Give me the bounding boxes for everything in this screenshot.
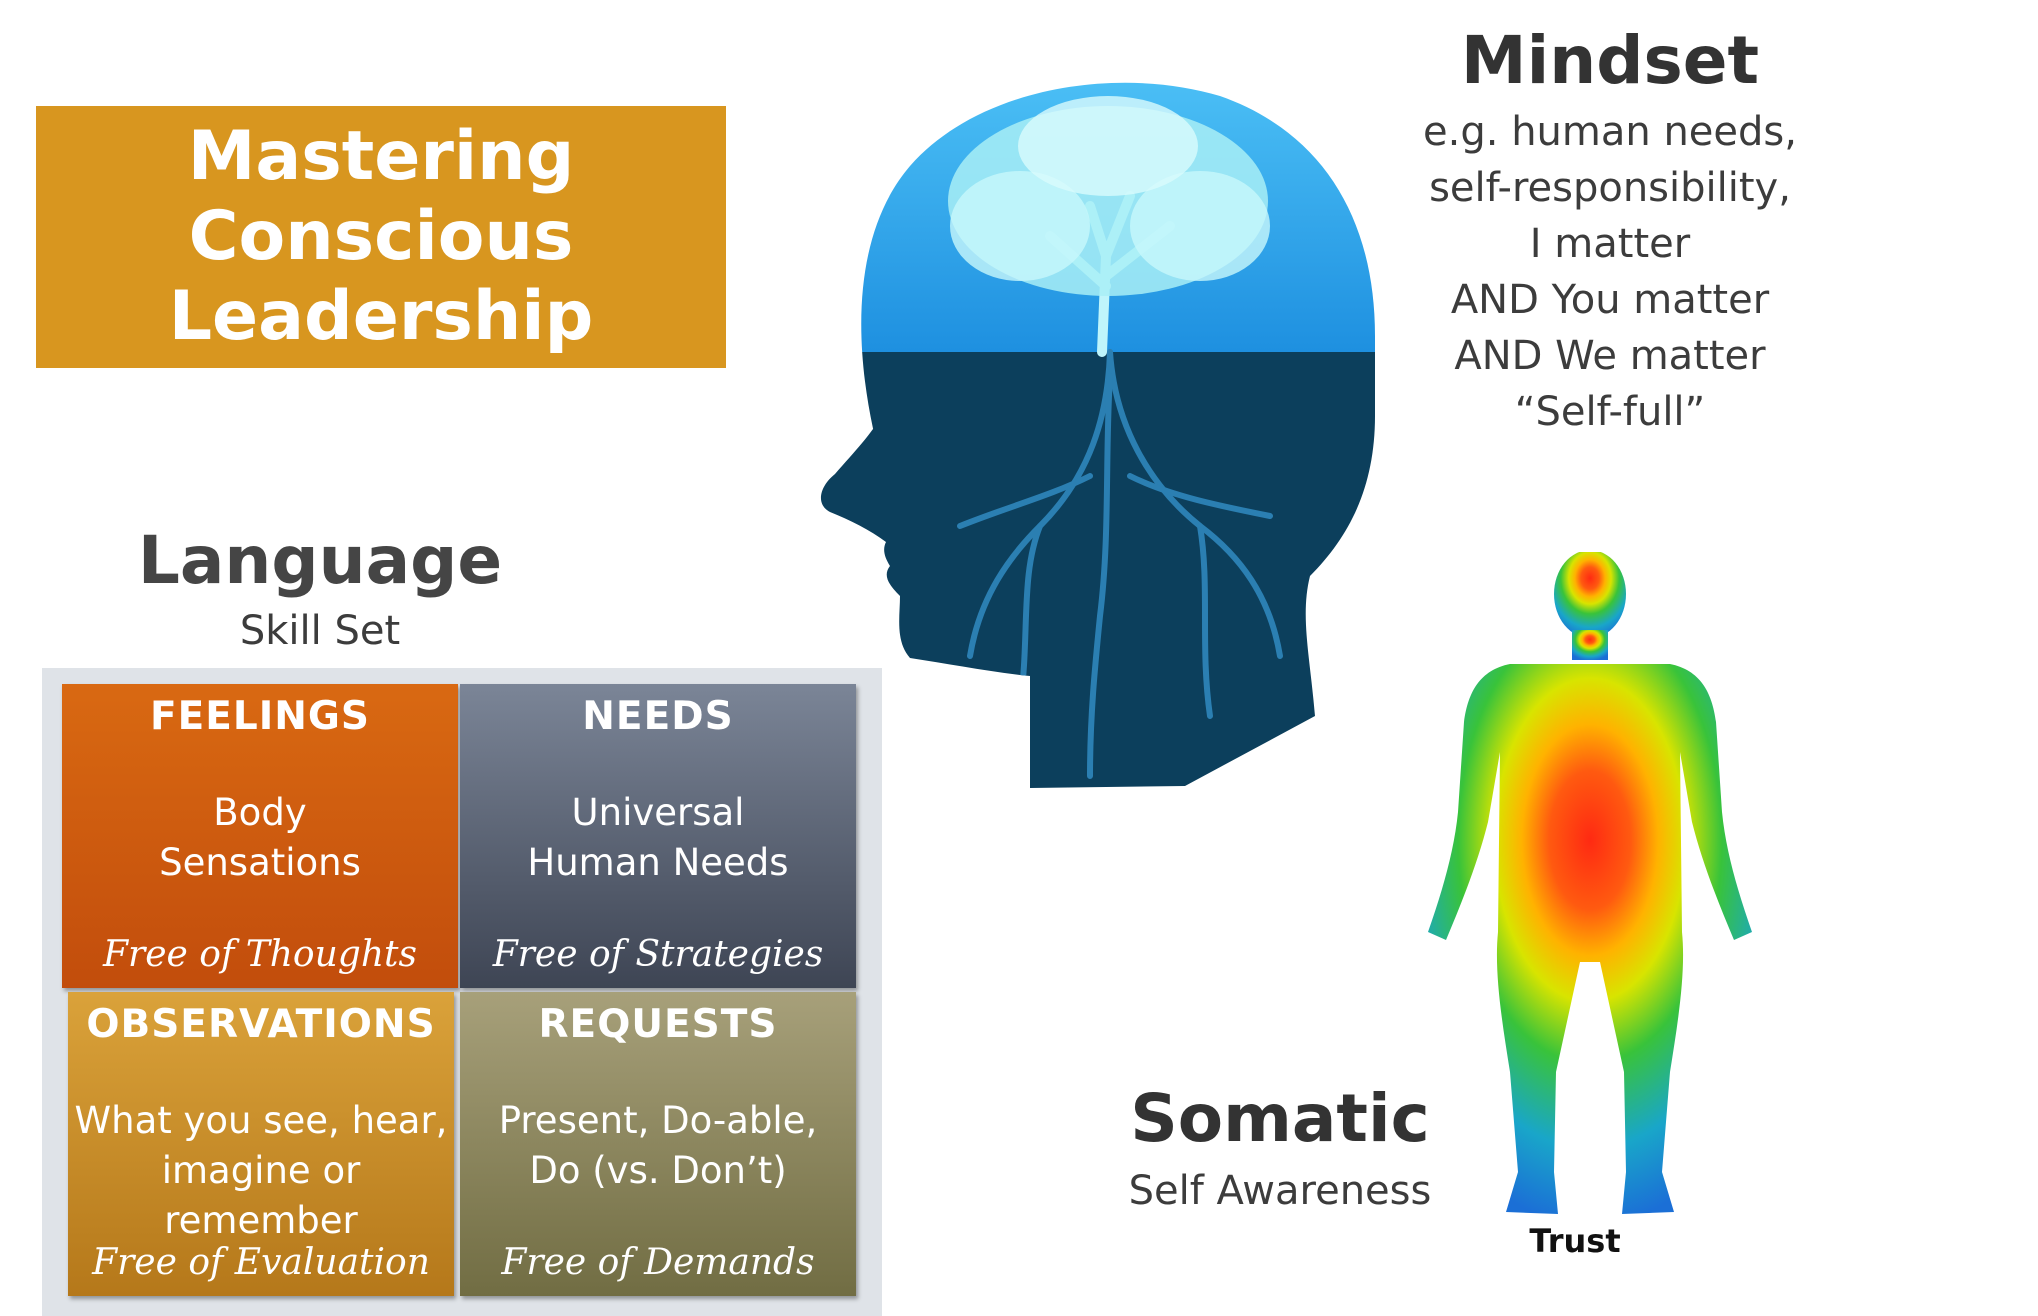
quadrant-heading: NEEDS	[582, 694, 734, 739]
title-box: Mastering Conscious Leadership	[36, 106, 726, 368]
quadrant-footer: Free of Thoughts	[103, 934, 417, 975]
mindset-line: self-responsibility,	[1429, 165, 1791, 211]
quadrant-body: Present, Do-able, Do (vs. Don’t)	[498, 1099, 818, 1192]
quadrant-body: Universal Human Needs	[527, 791, 789, 884]
quadrant-heading: OBSERVATIONS	[86, 1002, 436, 1047]
language-subheading: Skill Set	[239, 608, 401, 654]
mindset-line: I matter	[1529, 221, 1691, 267]
mindset-line: “Self-full”	[1514, 389, 1706, 435]
quadrant-body: What you see, hear, imagine or remember	[74, 1099, 448, 1242]
quadrant-footer: Free of Evaluation	[92, 1242, 430, 1283]
quadrant-observations: OBSERVATIONS What you see, hear, imagine…	[68, 992, 454, 1296]
quadrant-needs: NEEDS Universal Human Needs Free of Stra…	[460, 684, 856, 988]
quadrant-body: Body Sensations	[159, 791, 361, 884]
somatic-heading: Somatic	[1130, 1080, 1430, 1157]
mindset-line: AND We matter	[1454, 333, 1766, 379]
mindset-heading: Mindset	[1460, 22, 1760, 99]
quadrant-heading: FEELINGS	[149, 694, 371, 739]
mindset-line: AND You matter	[1450, 277, 1770, 323]
language-heading: Language	[137, 522, 503, 599]
main-title: Mastering Conscious Leadership	[168, 117, 594, 356]
quadrant-heading: REQUESTS	[538, 1002, 778, 1047]
trust-label: Trust	[1529, 1222, 1621, 1260]
body-heatmap-icon	[1428, 552, 1752, 1214]
quadrant-requests: REQUESTS Present, Do-able, Do (vs. Don’t…	[460, 992, 856, 1296]
quadrant-feelings: FEELINGS Body Sensations Free of Thought…	[62, 684, 458, 988]
mindset-description: e.g. human needs, self-responsibility, I…	[1350, 104, 1870, 440]
quadrant-footer: Free of Demands	[501, 1242, 815, 1283]
somatic-subheading: Self Awareness	[1128, 1168, 1432, 1214]
quadrant-footer: Free of Strategies	[492, 934, 824, 975]
head-silhouette-icon	[820, 82, 1376, 788]
mindset-line: e.g. human needs,	[1423, 109, 1797, 155]
tree-icon	[948, 96, 1270, 357]
